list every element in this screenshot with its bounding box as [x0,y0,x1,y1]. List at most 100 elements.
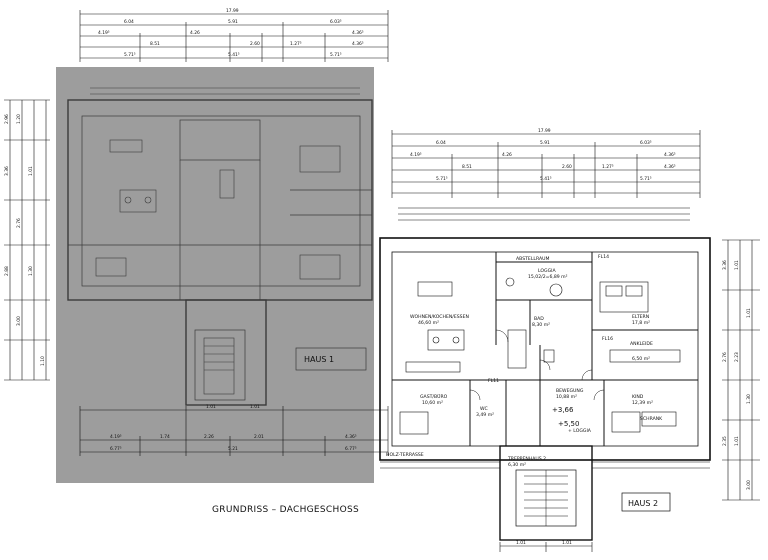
dim-left-2: 3.36 [4,166,10,176]
dim-bottom-r2-c: 2.26 [204,434,214,440]
haus-1-label-box [295,347,367,371]
h2-dim-r4-d: 4.36⁵ [664,164,676,170]
level-1: +3,66 [552,406,574,414]
room-bewegung-name: BEWEGUNG [556,388,584,394]
drawing-title: GRUNDRISS – DACHGESCHOSS [212,505,359,515]
dim-bottom-r2-d: 2.01 [254,434,264,440]
h2-dim-r3-c: 4.36⁵ [664,152,676,158]
dim-top-r4-c: 1.27⁵ [290,41,302,47]
h2-dim-r3-a: 4.19⁵ [410,152,422,158]
dim-left-8: 1.10 [40,356,46,366]
dim-right-4: 2.23 [734,352,740,362]
dim-right-8: 3.00 [746,480,752,490]
room-bad-area: 8,30 m² [532,322,550,328]
room-bad-name: BAD [534,316,544,322]
left-dimension-chain [4,99,50,381]
h2-dim-r5-b: 5.41⁵ [540,176,552,182]
dim-stair-a: 1.01 [516,540,526,546]
dim-right-6: 2.35 [722,436,728,446]
dim-top-r4-d: 4.36⁵ [352,41,364,47]
note-schrank: SCHRANK [640,416,663,422]
haus-2-outer-wall [379,237,711,461]
dim-bottom-r3-a: 6.77⁵ [110,446,122,452]
h2-dim-r5-a: 5.71⁵ [436,176,448,182]
room-kind-name: KIND [632,394,644,400]
haus-1-label: HAUS 1 [304,355,334,364]
h2-dim-r3-b: 4.26 [502,152,512,158]
room-treppenhaus-area: 6,30 m² [508,462,526,468]
dim-bottom-r1-a: 1.01 [206,404,216,410]
room-loggia-area: 15,02/2=6,89 m² [528,274,568,280]
h2-dim-r2-a: 6.04 [436,140,446,146]
dim-left-4: 2.76 [16,218,22,228]
dim-left-3: 1.01 [28,166,34,176]
dim-bottom-r3-b: 5.21 [228,446,238,452]
note-terrasse: HOLZ-TERRASSE [386,452,424,458]
dim-stair-b: 1.01 [562,540,572,546]
room-gast-area: 10,60 m² [422,400,443,406]
room-gast-name: GAST/BÜRO [420,393,448,400]
haus-2-label: HAUS 2 [628,499,658,508]
room-ankleide-area: 6,50 m² [632,356,650,362]
dim-bottom-r2-a: 4.19⁵ [110,434,122,440]
dim-bottom-r1-b: 1.01 [250,404,260,410]
dim-top-r2-b: 5.91 [228,19,238,25]
h2-dim-r4-b: 2.60 [562,164,572,170]
dim-top-r3-c: 4.36⁵ [352,30,364,36]
room-kind-area: 12,39 m² [632,400,653,406]
dim-right-2: 1.01 [746,308,752,318]
haus-2-top-dimension-chain [391,130,701,198]
dim-left-5: 2.88 [4,266,10,276]
note-loggia: + LOGGIA [568,428,592,434]
h2-dim-r2-b: 5.91 [540,140,550,146]
h2-dim-total: 17.99 [538,128,551,134]
room-wc-area: 3,49 m² [476,412,494,418]
room-ankleide-name: ANKLEIDE [630,341,653,347]
dim-right-3: 2.76 [722,352,728,362]
note-fl16: FL16 [602,336,613,342]
right-dimension-chain [722,239,760,501]
room-wc-name: WC [480,406,488,412]
h2-dim-r2-c: 6.03⁵ [640,140,652,146]
dim-top-r4-a: 8.51 [150,41,160,47]
room-loggia-name: LOGGIA [538,268,556,274]
room-wohnen-name: WOHNEN/KOCHEN/ESSEN [410,314,469,320]
dim-top-r5-c: 5.71⁵ [330,52,342,58]
dim-top-r5-a: 5.71⁵ [124,52,136,58]
dim-top-total: 17.99 [226,8,239,14]
h2-dim-r4-a: 8.51 [462,164,472,170]
room-treppenhaus-name: TREPPENHAUS 2 [507,456,546,462]
note-fl11: FL11 [488,378,499,384]
room-wohnen-area: 46,60 m² [418,320,439,326]
top-dimension-chain [79,10,389,62]
haus-1-plan: HAUS 1 [56,67,374,483]
bottom-dimension-chain [79,406,389,456]
dim-right-5: 1.30 [746,394,752,404]
dim-left-7: 3.00 [16,316,22,326]
haus-1-shade [56,67,374,483]
h2-dim-r4-c: 1.27⁵ [602,164,614,170]
room-eltern-name: ELTERN [632,314,649,320]
dim-top-r2-a: 6.04 [124,19,134,25]
dim-left-1: 1.20 [16,114,22,124]
dim-top-r3-a: 4.19⁵ [98,30,110,36]
haus-2-plan: 17.99 6.04 5.91 6.03⁵ 4.19⁵ 4.26 4.36⁵ 8… [379,128,760,552]
dim-bottom-r2-b: 1.74 [160,434,170,440]
dim-top-r3-b: 4.26 [190,30,200,36]
dim-top-r5-b: 5.41⁵ [228,52,240,58]
room-abstellraum-name: ABSTELLRAUM [516,256,549,262]
h2-dim-r5-c: 5.71⁵ [640,176,652,182]
room-eltern-area: 17,8 m² [632,320,650,326]
dim-top-r2-c: 6.03⁵ [330,19,342,25]
level-2: +5,50 [558,420,579,428]
dim-right-7: 1.01 [734,436,740,446]
dim-right-1: 1.01 [734,260,740,270]
dim-bottom-r2-e: 4.36⁵ [345,434,357,440]
dim-top-r4-b: 2.60 [250,41,260,47]
dim-right-0: 3.36 [722,260,728,270]
dim-bottom-r3-c: 6.77⁵ [345,446,357,452]
stair-core [499,445,593,541]
note-fl14: FL14 [598,254,609,260]
haus-2-label-box [621,492,671,512]
